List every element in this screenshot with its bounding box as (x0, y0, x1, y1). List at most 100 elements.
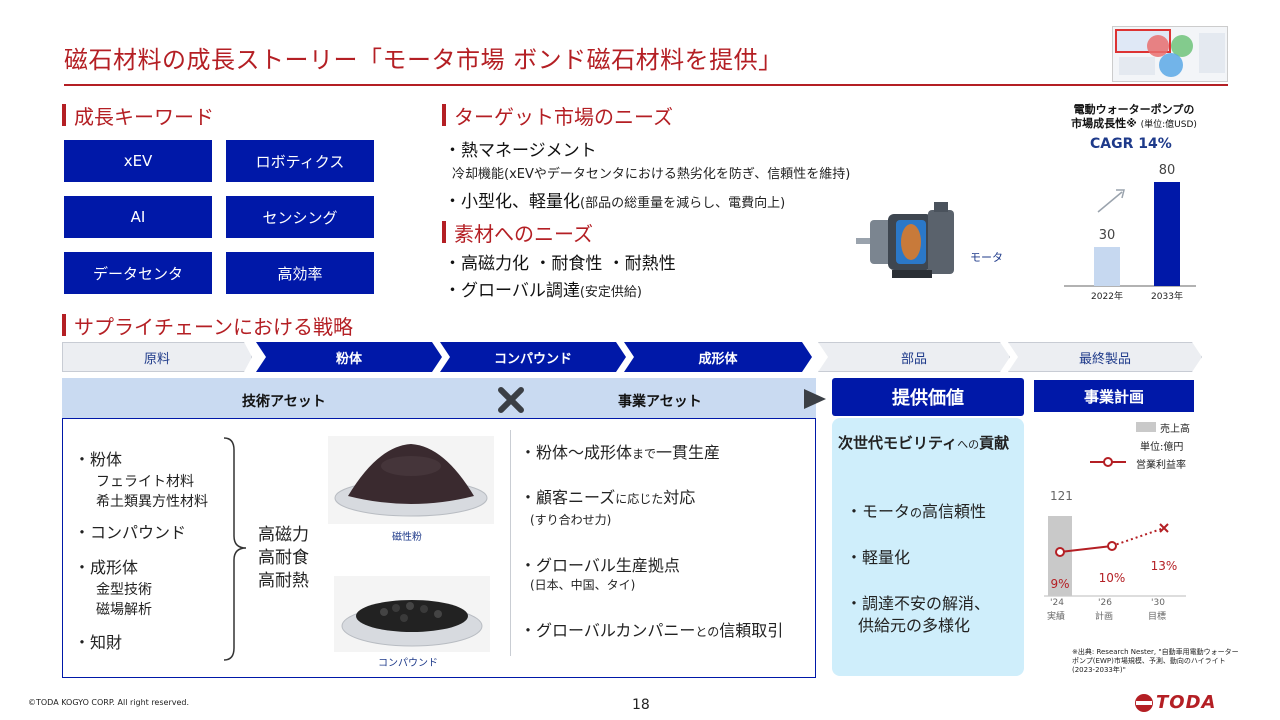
margin-label-1: 10% (1099, 571, 1126, 585)
tech-item-field: 磁場解析 (96, 602, 152, 618)
target-line-compact: ・小型化、軽量化(部品の総重量を減らし、電費向上) (444, 192, 786, 212)
value-heading: 提供価値 (832, 378, 1024, 416)
market-bar-1 (1154, 182, 1180, 286)
tech-item-molded: ・成形体 (74, 558, 139, 577)
assets-band (62, 378, 816, 418)
target-line-thermal: ・熱マネージメント (444, 141, 597, 161)
margin-point-2 (1159, 523, 1169, 533)
tech-item-ip: ・知財 (74, 633, 123, 652)
curly-brace (223, 437, 247, 661)
legend-line-swatch (1090, 457, 1126, 467)
value-item-reliability: ・モータの高信頼性 (846, 502, 987, 521)
cross-icon (498, 387, 524, 413)
legend-bar-swatch (1136, 422, 1156, 432)
motor-image (856, 202, 954, 278)
biz-item-trust: ・グローバルカンパニーとの信頼取引 (520, 621, 784, 640)
market-chart-title-line1: 電動ウォーターポンプの (1073, 103, 1195, 116)
plan-heading: 事業計画 (1034, 380, 1194, 412)
tech-item-rare: 希土類異方性材料 (96, 494, 208, 510)
material-line-procure: ・グローバル調達(安定供給) (444, 281, 642, 301)
prop-magnetic: 高磁力 (258, 525, 309, 545)
tech-item-ferrite: フェライト材料 (96, 474, 194, 490)
biz-item-global-base: ・グローバル生産拠点 (520, 556, 680, 575)
keyword-robotics: ロボティクス (226, 140, 374, 182)
x-tick-24-label: 実績 (1047, 612, 1066, 622)
compound-photo (334, 576, 490, 652)
biz-item-global-base-sub: (日本、中国、タイ) (530, 578, 636, 592)
market-bar-value-0: 30 (1099, 228, 1116, 243)
magnetic-powder-photo (328, 436, 494, 524)
legend-bar-label: 売上高 (1160, 424, 1190, 435)
margin-label-2: 13% (1151, 559, 1178, 573)
value-item-diversify: 供給元の多様化 (858, 616, 971, 635)
supply-step-compound: コンパウンド (440, 342, 626, 372)
toda-logo-icon (1135, 693, 1153, 712)
biz-item-customer: ・顧客ニーズに応じた対応 (520, 488, 696, 507)
business-plan-chart: 9% 10% 13% (1044, 516, 1186, 597)
margin-point-1 (1107, 541, 1117, 551)
keyword-datacenter: データセンタ (64, 252, 212, 294)
value-item-light: ・軽量化 (846, 548, 911, 567)
material-heading: 素材へのニーズ (442, 218, 593, 247)
target-line-thermal-sub: 冷却機能(xEVやデータセンタにおける熱劣化を防ぎ、信頼性を維持) (452, 167, 851, 182)
cagr-label: CAGR 14% (1090, 136, 1172, 152)
value-item-procure: ・調達不安の解消、 (846, 594, 991, 613)
tech-item-mold: 金型技術 (96, 582, 152, 598)
tech-item-powder: ・粉体 (74, 450, 123, 469)
prop-corrosion: 高耐食 (258, 548, 309, 568)
legend-line-label: 営業利益率 (1136, 460, 1186, 471)
toda-logo: TODA (1134, 692, 1216, 713)
material-line-props: ・高磁力化 ・耐食性 ・耐熱性 (444, 254, 676, 274)
value-subtitle: 次世代モビリティへの貢献 (838, 434, 1010, 452)
source-note: ※出典: Research Nester, "自動車用電動ウォーターポンプ(EW… (1072, 648, 1239, 674)
x-tick-24: '24 (1050, 598, 1064, 608)
arrow-right-icon (804, 389, 826, 409)
assets-divider (510, 430, 511, 656)
photo2-label: コンパウンド (378, 658, 438, 669)
margin-line-projected (1111, 527, 1165, 547)
title-divider (64, 84, 1228, 86)
market-chart-title: 電動ウォーターポンプの 市場成長性※ (単位:億USD) (1054, 103, 1214, 132)
x-tick-30: '30 (1151, 598, 1165, 608)
supply-step-powder: 粉体 (256, 342, 442, 372)
x-tick-30-label: 目標 (1148, 612, 1167, 622)
market-chart-title-line2: 市場成長性※ (単位:億USD) (1071, 117, 1197, 130)
market-bar-value-1: 80 (1159, 163, 1176, 178)
supply-step-raw: 原料 (62, 342, 252, 372)
plan-unit: 単位:億円 (1140, 442, 1184, 453)
supply-step-final: 最終製品 (1008, 342, 1202, 372)
keyword-xev: xEV (64, 140, 212, 182)
keyword-ai: AI (64, 196, 212, 238)
keywords-heading: 成長キーワード (62, 101, 214, 130)
margin-label-0: 9% (1050, 577, 1069, 591)
supply-step-parts: 部品 (818, 342, 1010, 372)
motor-label: モータ (970, 251, 1003, 264)
copyright: ©TODA KOGYO CORP. All right reserved. (28, 698, 190, 707)
tech-assets-label: 技術アセット (242, 394, 326, 410)
overview-thumbnail (1112, 26, 1228, 82)
tech-item-compound: ・コンパウンド (74, 523, 187, 542)
growth-arrow-icon (1097, 191, 1123, 213)
page-number: 18 (632, 697, 650, 713)
market-growth-chart: 30 2022年 80 2033年 (1064, 163, 1196, 302)
keyword-sensing: センシング (226, 196, 374, 238)
value-box (832, 418, 1024, 676)
market-bar-0 (1094, 247, 1120, 286)
margin-point-0 (1055, 547, 1065, 557)
supply-heading: サプライチェーンにおける戦略 (62, 311, 353, 340)
photo1-label: 磁性粉 (392, 532, 422, 543)
page-title: 磁石材料の成長ストーリー「モータ市場 ボンド磁石材料を提供」 (64, 46, 783, 74)
supply-step-molded: 成形体 (624, 342, 812, 372)
biz-item-integrated: ・粉体〜成形体まで一貫生産 (520, 443, 721, 462)
market-x-tick-1: 2033年 (1151, 290, 1183, 302)
x-tick-26-label: 計画 (1095, 612, 1114, 622)
market-x-tick-0: 2022年 (1091, 290, 1123, 302)
margin-line-solid (1059, 545, 1113, 553)
target-heading: ターゲット市場のニーズ (442, 101, 673, 130)
x-tick-26: '26 (1098, 598, 1112, 608)
biz-item-customer-sub: (すり合わせ力) (530, 513, 612, 527)
biz-assets-label: 事業アセット (618, 394, 702, 410)
bar-value-121: 121 (1050, 489, 1073, 503)
prop-heat: 高耐熱 (258, 571, 309, 591)
keyword-efficiency: 高効率 (226, 252, 374, 294)
